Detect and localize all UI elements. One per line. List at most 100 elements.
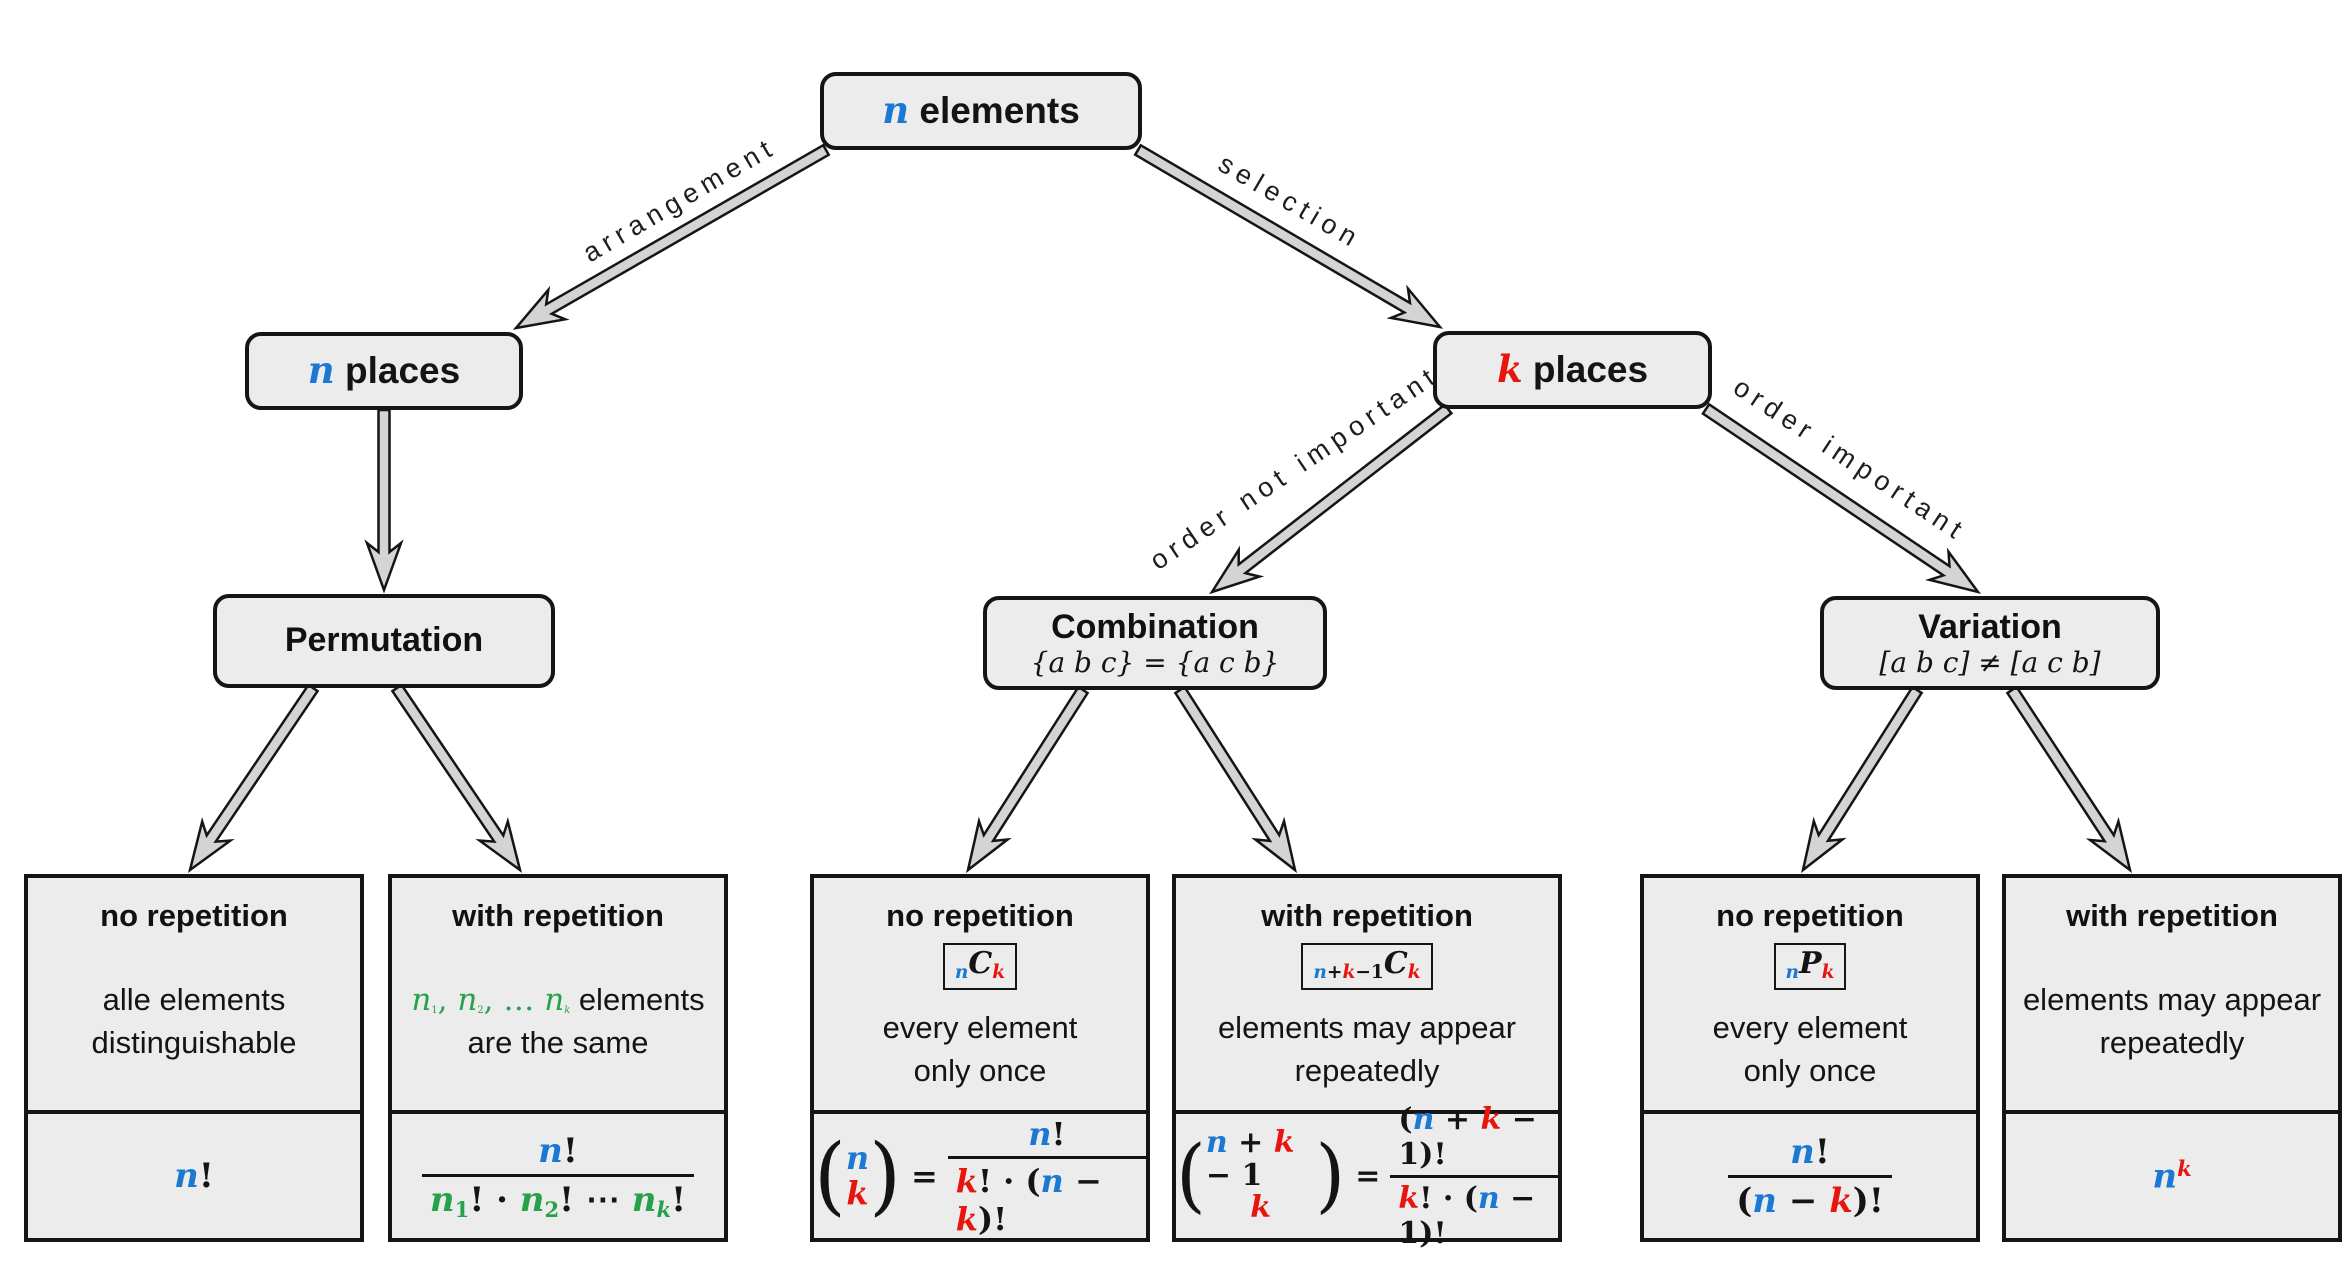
math-token: ( — [1736, 1180, 1753, 1221]
close-paren: ) — [1315, 1129, 1346, 1223]
math-token: k — [1342, 962, 1356, 984]
math-token: k — [1250, 1190, 1272, 1226]
math-token: k — [1480, 1101, 1502, 1137]
math-token: every element — [1712, 1009, 1908, 1045]
leaf-formula: ( n k ) = n! k! · (n − k)! — [814, 1110, 1146, 1238]
close-paren: ) — [869, 1125, 901, 1225]
formula-chip-n-plus-k-minus-1-Ck: n+k−1Ck — [1301, 943, 1433, 990]
math-token: 1 — [454, 1196, 470, 1222]
tree-arrow — [364, 408, 404, 594]
math-token: k — [1829, 1180, 1853, 1221]
math-token: k — [2177, 1155, 2192, 1181]
node-combination-subline: {a b c} = {a c b} — [1030, 646, 1280, 679]
tree-arrow — [1801, 685, 1924, 874]
math-token: ! — [562, 1130, 578, 1171]
leaf-variation-no-repetition: no repetition nPk every element only onc… — [1640, 874, 1980, 1242]
math-token: n — [1790, 1131, 1815, 1172]
math-token: k — [1496, 347, 1523, 392]
math-token: n — [429, 1179, 455, 1220]
node-n-places: n places — [245, 332, 523, 410]
tree-arrow — [1133, 143, 1444, 329]
math-token: ! — [1814, 1131, 1830, 1172]
math-token: n — [1040, 1161, 1064, 1200]
math-token: − 1)! — [1398, 1180, 1536, 1251]
math-token: 2 — [477, 1005, 484, 1016]
tree-arrow — [966, 685, 1090, 874]
leaf-description: every element only once — [883, 990, 1078, 1110]
node-permutation-title: Permutation — [284, 621, 484, 660]
math-token: elements — [570, 982, 705, 1018]
math-token: only once — [1743, 1052, 1877, 1088]
tree-arrow — [2005, 685, 2133, 874]
leaf-formula: nk — [2006, 1110, 2338, 1238]
tree-arrow — [1701, 402, 1982, 595]
math-token: alle elements — [102, 982, 286, 1018]
formula-chip-nCk: nCk — [942, 943, 1018, 990]
math-token: k — [1273, 1125, 1295, 1161]
node-n-elements-title: n elements — [882, 91, 1080, 131]
leaf-formula: ( n + k − 1 k ) = (n + k − 1)! k! · (n −… — [1176, 1102, 1558, 1251]
math-token: k — [1407, 962, 1421, 984]
leaf-permutation-no-repetition: no repetition alle elements distinguisha… — [24, 874, 364, 1242]
leaf-description: n1, n2, … nk elements are the same — [411, 934, 704, 1110]
math-token: − 1)! — [1398, 1101, 1537, 1172]
math-token: − — [1063, 1161, 1102, 1200]
leaf-combination-no-repetition: no repetition nCk every element only onc… — [810, 874, 1150, 1242]
leaf-description: elements may appear repeatedly — [2023, 934, 2321, 1110]
math-token: C — [1383, 946, 1408, 981]
math-token: n — [845, 1139, 870, 1178]
math-token: are the same — [467, 1025, 649, 1060]
math-token: ! · — [469, 1179, 520, 1220]
math-token: repeatedly — [2099, 1025, 2245, 1060]
leaf-combination-with-repetition: with repetition n+k−1Ck elements may app… — [1172, 874, 1562, 1251]
math-token: + — [1227, 1125, 1274, 1161]
math-token: only once — [913, 1052, 1047, 1088]
math-token: n — [1028, 1114, 1052, 1153]
math-token: n — [1752, 1180, 1778, 1221]
leaf-heading: with repetition — [452, 898, 664, 933]
math-token: k — [564, 1005, 571, 1016]
node-variation-subline: [a b c] ≠ [a c b] — [1879, 646, 2101, 679]
math-token: elements may appear — [2022, 982, 2322, 1018]
math-token: n — [519, 1179, 545, 1220]
leaf-heading: no repetition — [1716, 898, 1904, 933]
math-token: + — [1326, 962, 1343, 984]
math-token: n — [882, 88, 910, 133]
math-token: n — [2152, 1156, 2178, 1197]
math-token: 2 — [544, 1196, 560, 1222]
math-token: 1 — [431, 1005, 438, 1016]
math-token: k — [656, 1196, 672, 1222]
equals-sign: = — [910, 1157, 938, 1195]
formula-chip-nPk: nPk — [1773, 943, 1847, 990]
tree-arrow — [187, 683, 320, 874]
math-token: n — [954, 962, 969, 984]
leaf-description: alle elements distinguishable — [91, 934, 296, 1110]
math-token: , … — [483, 982, 545, 1019]
math-token: n — [307, 348, 335, 393]
leaf-permutation-with-repetition: with repetition n1, n2, … nk elements ar… — [388, 874, 728, 1242]
math-token: , — [437, 982, 458, 1019]
math-token: places — [334, 350, 461, 392]
math-token: ! · ( — [1419, 1180, 1478, 1216]
node-combination-title: Combination — [1051, 607, 1259, 646]
leaf-heading: no repetition — [100, 898, 288, 933]
leaf-description: every element only once — [1713, 990, 1908, 1110]
node-k-places: k places — [1433, 331, 1712, 409]
node-combination: Combination {a b c} = {a c b} — [983, 596, 1327, 690]
math-token: ! — [1051, 1114, 1066, 1153]
math-token: + — [1434, 1101, 1481, 1137]
math-token: − 1 — [1205, 1157, 1263, 1193]
math-token: k — [955, 1199, 978, 1238]
tree-arrow — [1173, 685, 1297, 874]
open-paren: ( — [814, 1125, 846, 1225]
node-variation: Variation [a b c] ≠ [a c b] — [1820, 596, 2160, 690]
math-token: ( — [1398, 1101, 1413, 1137]
node-n-places-title: n places — [308, 351, 460, 391]
math-token: ! · ( — [977, 1161, 1041, 1200]
math-token: elements may appear — [1217, 1009, 1517, 1045]
open-paren: ( — [1176, 1129, 1206, 1223]
math-token: ! ⋯ — [559, 1179, 632, 1220]
node-n-elements: n elements — [820, 72, 1142, 150]
math-token: ! — [671, 1179, 687, 1220]
leaf-heading: with repetition — [2066, 898, 2278, 933]
